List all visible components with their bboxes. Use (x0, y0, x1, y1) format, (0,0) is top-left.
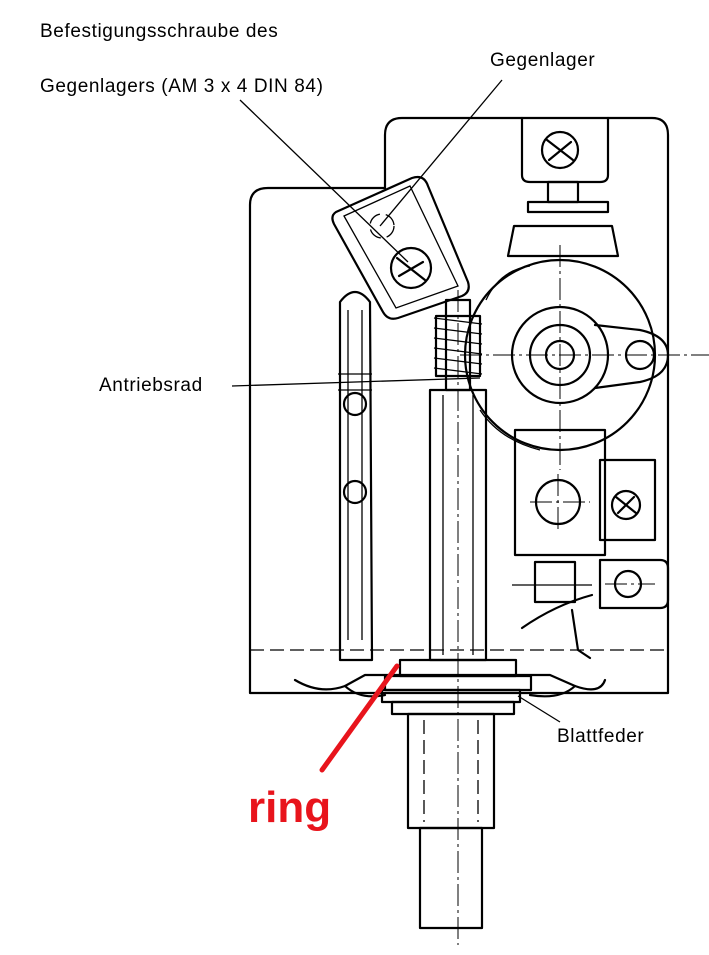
bottom-tube (406, 712, 496, 930)
slotted-lever (338, 290, 374, 662)
counter-bearing-label: Gegenlager (490, 50, 595, 71)
shaft (428, 290, 488, 945)
drive-wheel-label: Antriebsrad (99, 375, 203, 396)
top-bracket (506, 116, 620, 258)
housing (248, 116, 670, 695)
leaf-spring-label: Blattfeder (557, 726, 644, 747)
ring-callout: ring (248, 783, 331, 832)
leaf-spring (293, 658, 607, 716)
screw-label-line1: Befestigungsschraube des (40, 21, 278, 42)
drive-wheel (460, 245, 709, 470)
leader-lines (231, 79, 561, 723)
lower-bracket (512, 428, 670, 660)
screw-label-line2: Gegenlagers (AM 3 x 4 DIN 84) (40, 76, 324, 97)
counter-bearing-plate (331, 175, 470, 320)
ring-pointer-line (319, 663, 400, 773)
